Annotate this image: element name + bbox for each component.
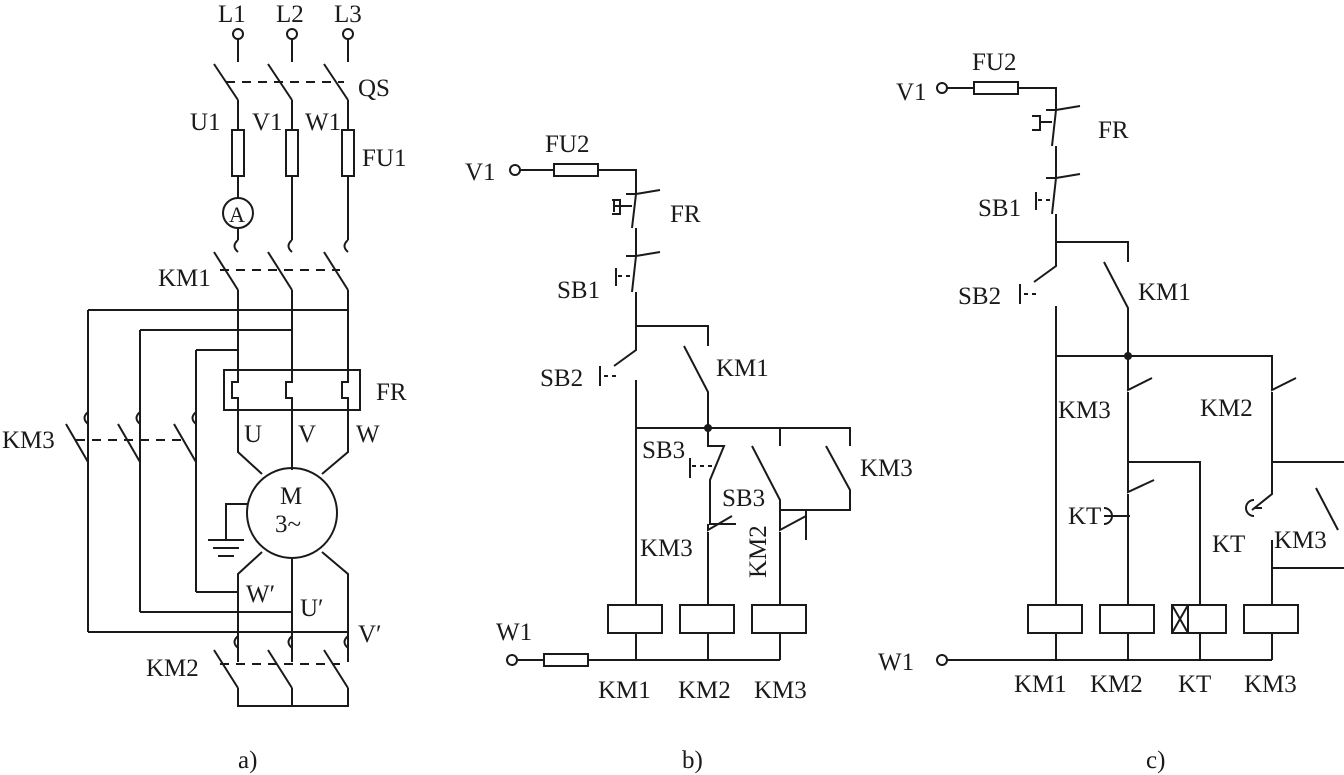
fr-contact-c [1032,105,1081,147]
sb3-button-1-b [689,428,736,525]
km2-delta-contacts [213,635,349,689]
terminal-v-prime: V′ [358,621,382,648]
fr-contact-b [612,189,661,229]
coil-km2-c [1099,604,1155,634]
km2-interlock-c [1271,377,1297,462]
kt-label-2-c: KT [1212,531,1245,558]
sb3-label-1-b: SB3 [642,437,685,464]
fu2-label-b: FU2 [545,131,589,158]
coil-km1-b [607,604,663,634]
km1-hold-contact-b [683,345,709,428]
km3-hold-label-b: KM3 [860,455,913,482]
caption-b: b) [682,747,703,774]
ammeter-label: A [229,202,245,227]
fr-label-c: FR [1098,117,1129,144]
km1-hold-label-b: KM1 [716,355,769,382]
km3-label-a: KM3 [2,427,55,454]
ground-icon [208,503,248,557]
km2-label-a: KM2 [146,655,199,682]
km2-interlock-label-b: KM2 [745,525,772,578]
terminal-w-prime: W′ [246,581,275,608]
fu1-label: FU1 [362,145,406,172]
coil-km1-c [1027,604,1083,634]
km1-label: KM1 [158,265,211,292]
km1-hold-label-c: KM1 [1138,279,1191,306]
terminal-v: V [298,421,316,448]
motor-label-m: M [280,483,302,510]
line-label-w1: W1 [305,109,341,136]
km3-interlock-c [1127,356,1153,462]
km3-hold-contact-c [1315,487,1339,531]
coil-label-km2-b: KM2 [678,677,731,704]
panel-a-main-circuit: L1 L2 L3 QS U1 V1 W1 FU1 A [2,1,407,774]
kt-timer-contact-1-c [1103,462,1155,605]
coil-label-km3-b: KM3 [754,677,807,704]
fuse-w1-b [543,653,589,667]
km3-interlock-b [707,515,733,605]
km3-interlock-label-c: KM3 [1058,397,1111,424]
caption-c: c) [1146,747,1165,774]
km2-interlock-b [779,510,807,605]
fu1-fuses [231,129,355,177]
coil-kt-c [1171,604,1227,634]
fr-thermal-relay [223,369,361,418]
sb2-label-c: SB2 [958,283,1001,310]
supply-w1-b: W1 [496,619,532,646]
phase-label-l2: L2 [276,1,304,28]
coil-km3-c [1243,604,1299,634]
km1-hold-contact-c [1103,261,1129,356]
phase-label-l1: L1 [218,1,246,28]
coil-km3-b [751,604,807,634]
motor-label-phase: 3~ [275,511,301,538]
coil-km2-b [679,604,735,634]
fu2-fuse-c [973,81,1019,95]
panel-c-control-circuit: V1 FU2 FR SB1 SB2 KM1 [878,49,1344,774]
supply-w1-c: W1 [878,649,914,676]
km2-interlock-label-c: KM2 [1200,395,1253,422]
line-label-v1: V1 [252,109,283,136]
km3-star-contacts [65,411,197,463]
qs-label: QS [358,75,390,102]
coil-label-km1-c: KM1 [1014,671,1067,698]
supply-v1-c: V1 [896,79,927,106]
kt-timer-contact-2-c [1245,462,1273,605]
sb1-stop-button-b [615,251,661,293]
sb2-label-b: SB2 [540,365,583,392]
km3-hold-label-c: KM3 [1274,527,1327,554]
terminal-u-prime: U′ [300,595,324,622]
fu2-fuse-b [553,163,599,177]
km1-main-contacts [213,239,349,291]
terminal-u: U [244,421,262,448]
coil-label-km3-c: KM3 [1244,671,1297,698]
line-label-u1: U1 [190,109,221,136]
phase-label-l3: L3 [334,1,362,28]
fr-label-a: FR [376,379,407,406]
sb1-label-b: SB1 [557,277,600,304]
fu2-label-c: FU2 [972,49,1016,76]
sb1-label-c: SB1 [978,195,1021,222]
panel-b-control-circuit: V1 FU2 FR SB1 SB2 KM1 [465,131,913,774]
caption-a: a) [238,747,257,774]
sb2-start-button-c [1019,242,1057,605]
km3-interlock-label-b: KM3 [640,535,693,562]
kt-label-1-c: KT [1068,503,1101,530]
coil-label-kt-c: KT [1178,671,1211,698]
coil-label-km1-b: KM1 [598,677,651,704]
qs-switch [213,63,349,101]
sb3-label-2-b: SB3 [722,485,765,512]
fr-label-b: FR [670,201,701,228]
ammeter-icon [222,197,254,229]
supply-v1-b: V1 [465,159,496,186]
terminal-w: W [356,421,380,448]
sb1-stop-button-c [1035,173,1081,215]
coil-label-km2-c: KM2 [1090,671,1143,698]
